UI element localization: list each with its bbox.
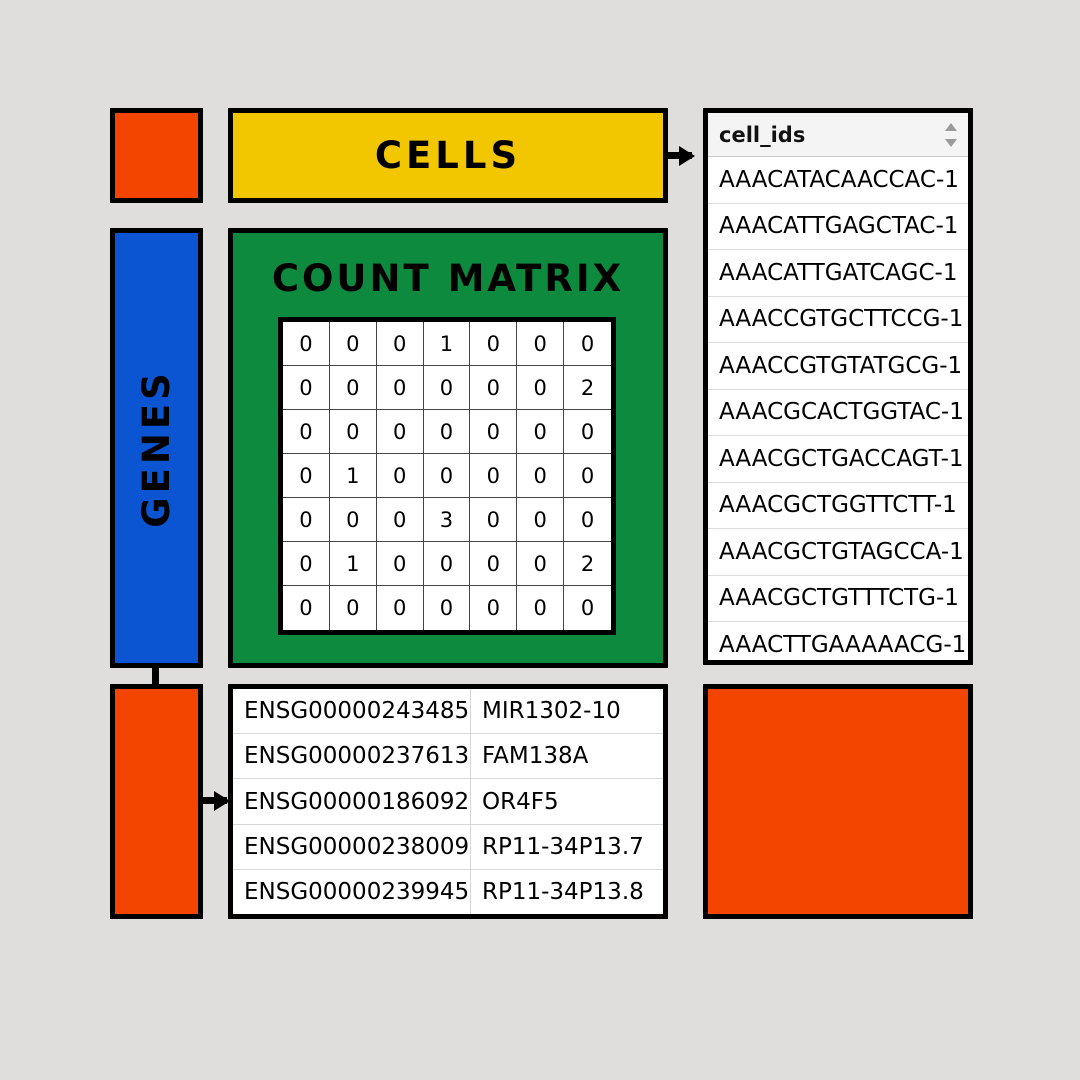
gene-symbol: RP11-34P13.7 [482,833,644,860]
matrix-cell: 0 [283,366,330,410]
matrix-cell: 0 [423,542,471,586]
gene-ensembl-id: ENSG00000237613 [233,734,471,779]
gene-row[interactable]: ENSG00000237613 FAM138A [233,734,663,780]
gene-symbol: RP11-34P13.8 [482,878,644,905]
matrix-cell: 0 [329,410,377,454]
matrix-cell: 0 [423,586,471,630]
cell-id-row[interactable]: AAACATTGATCAGC-1 [708,250,968,297]
matrix-cell: 0 [329,322,377,366]
gene-ensembl-id: ENSG00000238009 [233,824,471,869]
matrix-cell: 0 [376,322,424,366]
orange-block-bottom-right [703,684,973,919]
matrix-cell: 3 [423,498,471,542]
cell-id-row[interactable]: AAACGCTGGTTCTT-1 [708,482,968,529]
cell-id-row[interactable]: AAACGCACTGGTAC-1 [708,389,968,436]
matrix-cell: 0 [470,498,518,542]
connector-genes-to-orange-block [152,668,159,686]
cell-id-row[interactable]: AAACATACAACCAC-1 [708,157,968,204]
gene-symbol: FAM138A [482,743,589,770]
arrow-cells-to-cellids-icon [668,152,692,159]
matrix-cell: 0 [564,322,611,366]
matrix-cell: 0 [376,542,424,586]
genes-banner-label: GENES [135,368,179,528]
matrix-cell: 0 [329,366,377,410]
cell-id-row[interactable]: AAACATTGAGCTAC-1 [708,203,968,250]
matrix-cell: 0 [517,586,565,630]
genes-banner: GENES [110,228,203,668]
matrix-cell: 0 [564,498,611,542]
cell-id-row[interactable]: AAACGCTGTTTCTG-1 [708,575,968,622]
matrix-cell: 0 [564,410,611,454]
matrix-cell: 0 [283,454,330,498]
matrix-cell: 0 [470,410,518,454]
matrix-cell: 0 [470,542,518,586]
matrix-cell: 1 [329,454,377,498]
cell-ids-header-label: cell_ids [719,122,806,147]
gene-ensembl-id: ENSG00000243485 [233,689,471,734]
cell-id-row[interactable]: AAACCGTGCTTCCG-1 [708,296,968,343]
matrix-cell: 0 [517,366,565,410]
matrix-cell: 0 [470,586,518,630]
matrix-cell: 0 [470,366,518,410]
matrix-cell: 0 [329,586,377,630]
matrix-cell: 0 [376,586,424,630]
matrix-cell: 0 [283,322,330,366]
matrix-cell: 0 [423,410,471,454]
matrix-cell: 0 [517,322,565,366]
matrix-cell: 0 [376,410,424,454]
cell-id-row[interactable]: AAACGCTGTAGCCA-1 [708,529,968,576]
matrix-cell: 0 [517,498,565,542]
matrix-cell: 0 [329,498,377,542]
matrix-cell: 0 [376,454,424,498]
matrix-cell: 0 [564,586,611,630]
matrix-cell: 0 [423,366,471,410]
cell-id-row[interactable]: AAACGCTGACCAGT-1 [708,436,968,483]
gene-row[interactable]: ENSG00000186092 OR4F5 [233,779,663,825]
orange-block-bottom-left [110,684,203,919]
matrix-cell: 0 [283,410,330,454]
matrix-cell: 0 [376,498,424,542]
matrix-cell: 0 [470,322,518,366]
matrix-cell: 0 [564,454,611,498]
chevron-down-icon [945,139,957,147]
arrow-genes-to-genetable-icon [203,797,227,804]
matrix-cell: 0 [517,410,565,454]
gene-row[interactable]: ENSG00000239945 RP11-34P13.8 [233,869,663,915]
matrix-cell: 2 [564,366,611,410]
gene-symbol: OR4F5 [482,788,559,815]
cell-id-row[interactable]: AAACTTGAAAAACG-1 [708,622,968,660]
matrix-cell: 0 [423,454,471,498]
matrix-cell: 0 [470,454,518,498]
matrix-cell: 1 [329,542,377,586]
cells-banner: CELLS [228,108,668,203]
matrix-cell: 0 [517,454,565,498]
matrix-cell: 0 [517,542,565,586]
matrix-cell: 1 [423,322,471,366]
matrix-cell: 0 [376,366,424,410]
gene-row[interactable]: ENSG00000238009 RP11-34P13.7 [233,824,663,870]
chevron-up-icon [945,123,957,131]
matrix-cell: 0 [283,586,330,630]
count-matrix-title: COUNT MATRIX [271,257,625,300]
cell-id-row[interactable]: AAACCGTGTATGCG-1 [708,343,968,390]
orange-block-top-left [110,108,203,203]
matrix-cell: 2 [564,542,611,586]
cell-ids-header[interactable]: cell_ids [708,113,968,157]
gene-ensembl-id: ENSG00000186092 [233,779,471,824]
gene-row[interactable]: ENSG00000243485 MIR1302-10 [233,689,663,735]
matrix-cell: 0 [283,542,330,586]
sort-updown-icon[interactable] [945,123,957,147]
gene-symbol: MIR1302-10 [482,698,621,725]
gene-ensembl-id: ENSG00000239945 [233,869,471,915]
matrix-cell: 0 [283,498,330,542]
cells-banner-label: CELLS [374,134,522,177]
